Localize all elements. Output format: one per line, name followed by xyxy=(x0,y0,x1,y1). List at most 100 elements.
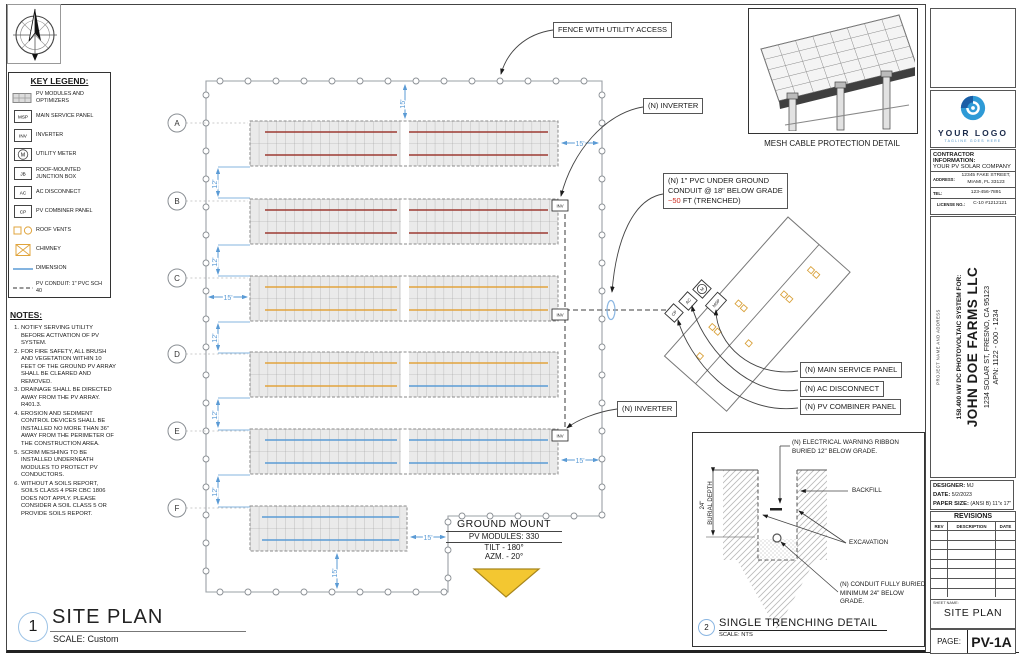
legend-item-roof-vents: ROOF VENTS xyxy=(9,221,110,240)
site-plan-drawing: A B C D E F 15' 15' 15' 15' 1 xyxy=(167,29,851,630)
legend-item-chimney: CHIMNEY xyxy=(9,240,110,259)
view-number-badge: 1 xyxy=(18,612,48,642)
inverter-icon: INV xyxy=(9,128,36,143)
project-apn: APN: 1122 - 000 - 1234 xyxy=(991,309,1001,385)
legend-item-dimension: DIMENSION xyxy=(9,259,110,278)
svg-text:AC: AC xyxy=(19,191,26,196)
combiner-tag: CP xyxy=(670,309,678,317)
roof-vents xyxy=(695,266,821,361)
main-panel-tag: MSP xyxy=(711,298,721,308)
pv-module-icon xyxy=(9,91,36,105)
logo-name: YOUR LOGO xyxy=(938,128,1008,138)
designer-info-box: DESIGNER: MJ DATE: 5/2/2023 PAPER SIZE: … xyxy=(930,480,1014,510)
azimuth-arrow xyxy=(472,568,541,598)
utility-meter-icon: M xyxy=(9,147,36,162)
page-number: PV-1A xyxy=(967,630,1015,653)
dimensions xyxy=(208,84,599,589)
inverter-tag: INV xyxy=(557,204,564,209)
svg-text:INV: INV xyxy=(19,134,28,139)
row-label-f: F xyxy=(175,504,180,513)
main-service-panel-icon: MSP xyxy=(9,109,36,124)
inverter-tag: INV xyxy=(557,313,564,318)
svg-text:15': 15' xyxy=(575,141,584,148)
ground-mount-label: GROUND MOUNT PV MODULES: 330 TILT - 180°… xyxy=(446,518,562,561)
notes-title: NOTES: xyxy=(10,310,43,320)
module-count: PV MODULES: 330 xyxy=(446,532,562,543)
contractor-license-row: LICENSE NO.: C-10 #1212121 xyxy=(931,199,1015,209)
row-label-d: D xyxy=(174,350,180,359)
view-title-underline xyxy=(50,631,246,632)
inverter-callout-bottom: (N) INVERTER xyxy=(617,401,678,418)
note-item: 5.SCRIM MESHING TO BE INSTALLED UNDERNEA… xyxy=(14,449,98,479)
note-item: 1.NOTIFY SERVING UTILITY BEFORE ACTIVATI… xyxy=(14,325,100,347)
company-logo-icon xyxy=(960,95,986,121)
ac-disconnect-callout: (N) AC DISCONNECT xyxy=(800,381,885,398)
excavation-label: EXCAVATION xyxy=(849,539,889,546)
junction-box-icon: JB xyxy=(9,166,36,181)
sheet-name-box: SHEET NAME: SITE PLAN xyxy=(930,599,1016,629)
note-item: 2.FOR FIRE SAFETY, ALL BRUSH AND VEGETAT… xyxy=(14,348,116,385)
row-markers: A B C D E F xyxy=(167,113,248,518)
revision-row xyxy=(931,540,1015,551)
designer-value: MJ xyxy=(966,483,974,489)
contractor-address: 12345 FAKE STREET, MIAMI, FL 33123 xyxy=(961,173,1011,185)
view-title: SITE PLAN xyxy=(52,606,164,628)
warning-ribbon-symbol xyxy=(770,508,782,511)
svg-text:JB: JB xyxy=(20,172,25,177)
titleblock-blank-box xyxy=(930,8,1016,88)
date-row: DATE: 5/2/2023 xyxy=(933,491,972,498)
trench-length-value: ~50 xyxy=(668,196,681,206)
inverter-callout-top: (N) INVERTER xyxy=(643,98,704,115)
ground-mount-title: GROUND MOUNT xyxy=(446,518,562,532)
legend-item-pv-modules: PV MODULES AND OPTIMIZERS xyxy=(9,88,110,107)
trenching-detail xyxy=(692,432,925,647)
ac-disconnect-tag: AC xyxy=(684,297,692,305)
svg-text:15': 15' xyxy=(400,99,407,108)
date-value: 5/2/2023 xyxy=(951,491,972,498)
contractor-license: C-10 #1212121 xyxy=(973,200,1007,206)
azimuth-value: AZM. - 20° xyxy=(484,552,524,561)
contractor-info-box: CONTRACTOR INFORMATION: YOUR PV SOLAR CO… xyxy=(930,149,1016,215)
note-item: 3.DRAINAGE SHALL BE DIRECTED AWAY FROM T… xyxy=(14,387,112,409)
project-side-label: PROJECT NAME AND ADDRESS xyxy=(935,309,941,385)
fence-outline xyxy=(202,77,606,596)
svg-text:15': 15' xyxy=(575,458,584,465)
sheet-name-label: SHEET NAME: xyxy=(933,601,959,605)
svg-text:15': 15' xyxy=(223,295,232,302)
detail-number-badge: 2 xyxy=(698,619,715,636)
legend-item-combiner-panel: CP PV COMBINER PANEL xyxy=(9,202,110,221)
conduit-symbol xyxy=(772,533,782,543)
roof-vents-icon xyxy=(9,224,36,237)
project-name: JOHN DOE FARMS LLC xyxy=(965,266,981,428)
paper-value: (ANSI B) 11"x 17" xyxy=(970,500,1012,507)
project-info-box: PROJECT NAME AND ADDRESS 158.400 kW DC P… xyxy=(930,216,1016,478)
legend-item-inverter: INV INVERTER xyxy=(9,126,110,145)
trench-detail-drawing: 24" BURIAL DEPTH xyxy=(700,445,848,630)
svg-text:12': 12' xyxy=(212,257,219,266)
mesh-detail-caption: MESH CABLE PROTECTION DETAIL xyxy=(764,139,900,148)
project-system-size: 158.400 kW DC PHOTOVOLTAIC SYSTEM FOR: xyxy=(956,274,964,420)
designer-row: DESIGNER: MJ xyxy=(933,483,974,489)
dimension-labels: 15' 15' 15' 15' 15' 15' 12' 12' 12' 12' … xyxy=(211,98,586,579)
ac-disconnect-icon: AC xyxy=(9,185,36,200)
view-scale: SCALE: Custom xyxy=(53,634,119,644)
fence-callout: FENCE WITH UTILITY ACCESS xyxy=(553,22,673,39)
pv-array-rows xyxy=(249,120,559,552)
legend-title: KEY LEGEND: xyxy=(30,76,89,86)
pvc-conduit-callout: (N) 1" PVC UNDER GROUND CONDUIT @ 18" BE… xyxy=(663,173,788,210)
note-item: 4.EROSION AND SEDIMENT CONTROL DEVICES S… xyxy=(14,410,114,447)
conduit-fence-crossing-marker xyxy=(606,299,616,321)
house: CP AC M MSP xyxy=(663,216,851,412)
compass-icon xyxy=(13,8,57,61)
tilt-value: TILT - 180° xyxy=(484,543,524,552)
revision-row xyxy=(931,550,1015,560)
svg-text:M: M xyxy=(20,153,24,159)
key-legend: KEY LEGEND: PV MODULES AND OPTIMIZERS MS… xyxy=(8,72,111,298)
legend-item-pv-conduit: PV CONDUIT: 1" PVC SCH 40 xyxy=(9,278,110,297)
meter-tag: M xyxy=(699,286,705,292)
page-label: PAGE: xyxy=(937,637,961,646)
warning-ribbon-label: (N) ELECTRICAL WARNING RIBBON BURIED 12"… xyxy=(792,439,899,455)
contractor-tel-row: TEL: 123-456-7891 xyxy=(931,188,1015,199)
